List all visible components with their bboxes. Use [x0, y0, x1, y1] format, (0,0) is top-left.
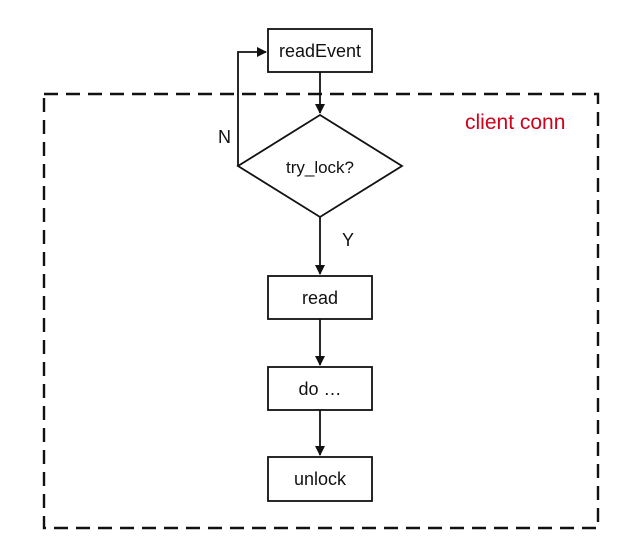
node-unlock-box	[267, 456, 373, 502]
node-unlock-label: unlock	[294, 469, 347, 489]
node-read-label: read	[302, 288, 338, 308]
edge-trylock-no-loop	[237, 47, 267, 166]
node-try-lock-decision: try_lock?	[236, 113, 404, 219]
node-read: read	[267, 275, 373, 320]
edge-no-label: N	[218, 127, 231, 147]
node-read-event: readEvent	[267, 28, 373, 73]
client-conn-group-border	[42, 92, 600, 530]
client-conn-group-label: client conn	[465, 111, 565, 134]
edge-yes-label: Y	[342, 230, 354, 250]
node-do: do …	[267, 366, 373, 411]
node-read-box	[267, 275, 373, 320]
node-try-lock-label: try_lock?	[286, 158, 354, 177]
node-do-label: do …	[298, 379, 341, 399]
node-read-event-label: readEvent	[279, 41, 361, 61]
node-unlock: unlock	[267, 456, 373, 502]
